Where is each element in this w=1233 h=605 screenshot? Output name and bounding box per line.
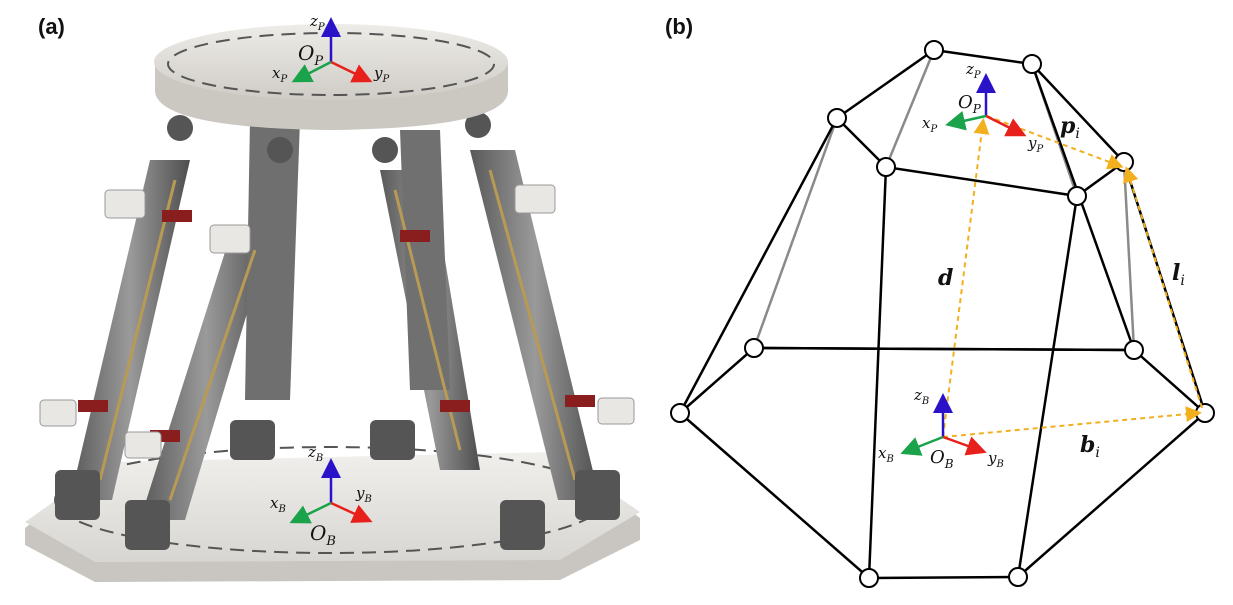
x-axis-arrow	[291, 60, 332, 83]
z-axis-label: zB	[307, 443, 323, 464]
y-axis-label: yB	[987, 449, 1004, 470]
actuator-legs	[39, 112, 635, 550]
z-axis-label: zP	[965, 60, 981, 81]
d-vector	[942, 118, 990, 438]
y-axis-label: yB	[355, 484, 372, 505]
x-axis-arrow	[945, 110, 987, 131]
y-axis-label: yP	[1027, 134, 1043, 155]
x-axis-arrow	[900, 435, 944, 456]
origin-label: OB	[930, 447, 954, 471]
panel-b-base-frame: zB OB xB yB	[878, 386, 1004, 471]
origin-label: OB	[310, 521, 336, 549]
l-vector-label: li	[1172, 260, 1185, 289]
b-vector	[942, 406, 1202, 438]
y-axis-arrow	[330, 501, 373, 523]
panel-b-label: (b)	[665, 14, 694, 39]
y-axis-arrow	[330, 60, 373, 83]
panel-a-label: (a)	[38, 14, 65, 39]
y-axis-arrow	[985, 114, 1027, 137]
vector-arrows	[942, 115, 1203, 438]
x-axis-arrow	[289, 501, 332, 524]
z-axis-label: zP	[309, 12, 325, 33]
panel-b-top-frame: zP OP xP yP	[922, 60, 1043, 155]
hexapod-render	[25, 24, 640, 582]
panel-a-base-frame: zB OB xB yB	[270, 443, 373, 549]
y-axis-arrow	[942, 435, 987, 456]
joints	[670, 40, 1215, 588]
y-axis-label: yP	[373, 64, 389, 85]
x-axis-label: xB	[270, 494, 286, 515]
p-vector-label: pi	[1060, 113, 1080, 142]
b-vector-label: bi	[1080, 432, 1100, 461]
panel-a-top-frame: zP OP xP yP	[272, 12, 389, 85]
frame-edges	[678, 48, 1207, 580]
p-vector	[986, 115, 1124, 170]
origin-label: OP	[958, 92, 982, 116]
hexapod-schematic: zP OP xP yP zB OB xB yB pi d li bi	[670, 40, 1215, 588]
z-axis-label: zB	[913, 386, 929, 407]
x-axis-label: xP	[922, 114, 937, 135]
l-vector	[1122, 166, 1203, 409]
x-axis-label: xB	[878, 444, 894, 465]
x-axis-label: xP	[272, 64, 287, 85]
origin-label: OP	[298, 41, 323, 69]
d-vector-label: d	[938, 265, 953, 291]
